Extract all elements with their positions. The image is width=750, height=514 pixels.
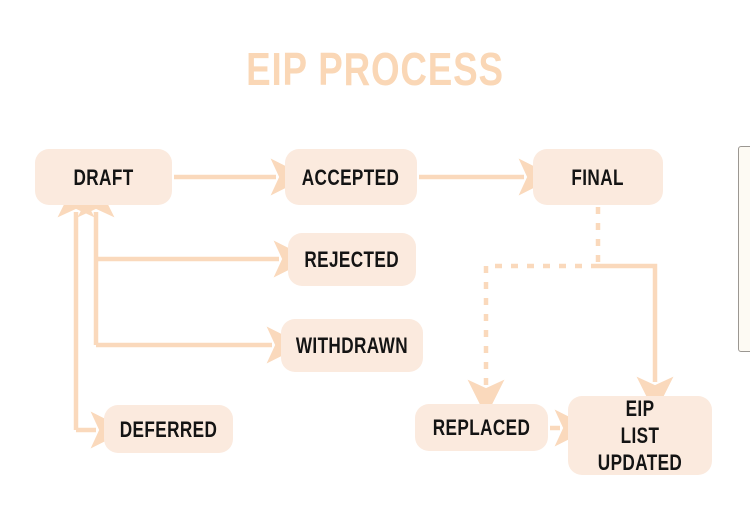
node-replaced[interactable]: REPLACED (415, 404, 548, 451)
node-deferred-label: DEFERRED (119, 416, 218, 442)
node-accepted-label: ACCEPTED (302, 164, 400, 190)
node-draft-label: DRAFT (73, 164, 134, 190)
node-final-label: FINAL (571, 164, 625, 190)
node-accepted[interactable]: ACCEPTED (285, 149, 417, 205)
node-replaced-label: REPLACED (432, 415, 531, 440)
edge-final-to-eip-list (598, 263, 674, 414)
node-draft[interactable]: DRAFT (35, 149, 172, 205)
side-panel[interactable] (738, 146, 750, 352)
node-rejected-label: REJECTED (304, 247, 400, 272)
node-eip-list-updated-label: EIP LIST UPDATED (597, 396, 683, 475)
node-final[interactable]: FINAL (533, 149, 663, 205)
node-eip-list-updated[interactable]: EIP LIST UPDATED (568, 396, 712, 475)
node-withdrawn[interactable]: WITHDRAWN (281, 319, 423, 372)
node-rejected[interactable]: REJECTED (288, 233, 416, 286)
node-withdrawn-label: WITHDRAWN (295, 333, 409, 358)
node-deferred[interactable]: DEFERRED (104, 405, 233, 453)
page-title: EIP PROCESS (246, 43, 504, 95)
edge-final-to-replaced (467, 263, 598, 417)
